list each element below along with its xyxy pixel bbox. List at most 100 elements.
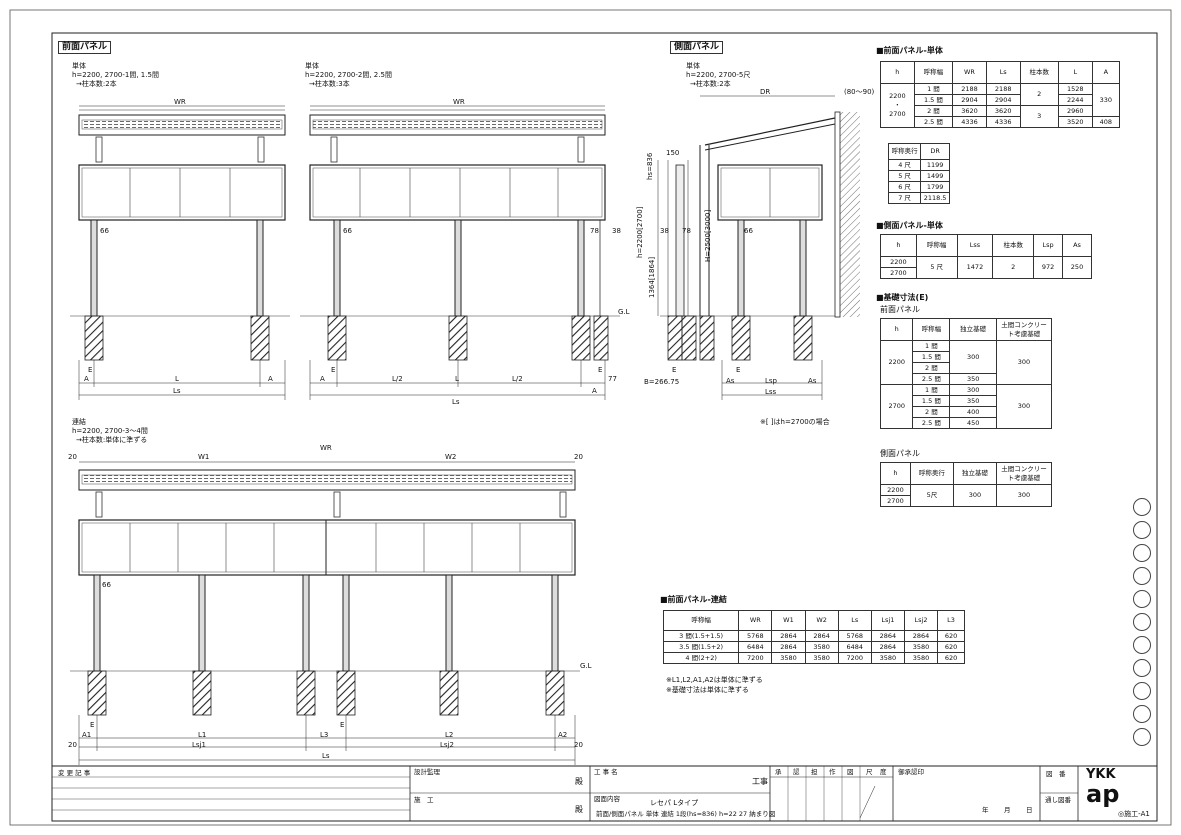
th-independent: 独立基礎 <box>952 462 998 485</box>
th-width: 呼称幅 <box>912 318 951 341</box>
table-cell: 2864 <box>804 630 839 642</box>
table-cell: 2864 <box>870 641 905 653</box>
table-cell: 400 <box>949 406 997 418</box>
table-cell: 2244 <box>1057 94 1093 106</box>
side-dr: DR <box>760 88 771 96</box>
linked-e1: E <box>90 721 95 729</box>
table-cell: 2 間 <box>913 105 954 117</box>
table-cell: 2700 <box>880 267 917 279</box>
table-cell: 1528 <box>1057 83 1093 95</box>
single1-a-left: A <box>84 375 89 383</box>
table-cell: 2188 <box>985 83 1021 95</box>
table-cell: 2 間 <box>912 362 951 374</box>
table-cell: 3580 <box>870 652 905 664</box>
single1-label: 単体 <box>72 62 86 70</box>
linked-label: 連結 <box>72 418 86 426</box>
table-cell: 4 尺 <box>887 159 922 171</box>
col-make: 作 <box>829 768 836 776</box>
single2-38: 38 <box>612 227 621 235</box>
th-dr: DR <box>920 143 950 160</box>
table-cell: 2864 <box>903 630 939 642</box>
linked-ls: Ls <box>322 752 330 760</box>
date-year: 年 <box>982 806 989 814</box>
single1-ls: Ls <box>173 387 181 395</box>
col-charge: 担 <box>811 768 818 776</box>
outer-border <box>9 9 1172 826</box>
table-cell: 250 <box>1062 256 1092 279</box>
side-single-table: h 呼称幅 Lss 柱本数 Lsp As 2200 5 尺 1472 2 972… <box>880 234 1092 279</box>
table-cell: 3.5 間(1.5+2) <box>662 641 740 653</box>
table-cell: 408 <box>1091 116 1121 128</box>
side-note: ※[ ]はh=2700の場合 <box>760 418 830 426</box>
table-cell: 2864 <box>870 630 905 642</box>
th-width: 呼称幅 <box>913 61 954 84</box>
single2-label: 単体 <box>305 62 319 70</box>
date-day: 日 <box>1026 806 1033 814</box>
side-gap: (80～90) <box>844 88 875 96</box>
approval-label: 御承認印 <box>898 768 924 776</box>
th-depth: 呼称奥行 <box>909 462 954 485</box>
col-degree: 度 <box>880 768 887 776</box>
table-cell: 5768 <box>837 630 872 642</box>
title-block-lines <box>51 765 1158 822</box>
single2-l2-left: L/2 <box>392 375 403 383</box>
single2-a-right: A <box>592 387 597 395</box>
th-width: 呼称幅 <box>662 610 740 631</box>
side-h: h=2200, 2700-5尺 <box>686 71 751 79</box>
table-cell: 300 <box>996 484 1052 507</box>
table-cell: 1.5 間 <box>913 94 954 106</box>
foundation-title: ■基礎寸法(E) <box>876 293 929 302</box>
linked-l3: L3 <box>320 731 329 739</box>
table-cell: 7200 <box>738 652 773 664</box>
linked-20-br: 20 <box>574 741 583 749</box>
linked-20-right: 20 <box>574 453 583 461</box>
th-ls: Ls <box>837 610 872 631</box>
single2-l2-right: L/2 <box>512 375 523 383</box>
th-ls: Ls <box>985 61 1021 84</box>
single2-ls: Ls <box>452 398 460 406</box>
reference-circle <box>1133 705 1151 723</box>
side-150: 150 <box>666 149 680 157</box>
col-approve: 承 <box>775 768 782 776</box>
table-cell: 6484 <box>837 641 872 653</box>
th-h: h <box>879 318 914 341</box>
drawing-no-label: 図 番 <box>1046 770 1066 778</box>
side-lsp: Lsp <box>765 377 777 385</box>
th-width: 呼称幅 <box>915 234 958 257</box>
single1-wr: WR <box>174 98 186 106</box>
table-cell: 3520 <box>1057 116 1093 128</box>
table-cell: 300 <box>996 340 1052 385</box>
table-cell: 2700 <box>879 384 914 429</box>
single1-e: E <box>88 366 93 374</box>
table-cell: 2 <box>1019 83 1059 106</box>
table-cell: 5尺 <box>909 484 954 507</box>
linked-posts: →柱本数:単体に準ずる <box>76 436 148 444</box>
table-cell: 4 間(2+2) <box>662 652 740 664</box>
table-cell: 2188 <box>952 83 987 95</box>
table-cell: 6 尺 <box>887 181 922 193</box>
front-section-title: 前面パネル <box>58 41 112 54</box>
th-a: A <box>1091 61 1121 84</box>
drawing-desc: 前面/側面パネル 単体 連結 1段(hs=836) h=22 27 納まり図 <box>596 810 776 818</box>
th-wr: WR <box>738 610 773 631</box>
th-l: L <box>1057 61 1093 84</box>
ykk-logo: YKK <box>1086 767 1116 782</box>
th-lsj2: Lsj2 <box>903 610 939 631</box>
front-linked-drawing <box>70 461 580 765</box>
single1-l: L <box>175 375 179 383</box>
table-cell: 620 <box>937 652 965 664</box>
reference-circle <box>1133 682 1151 700</box>
front-single-table-title: ■前面パネル-単体 <box>876 46 943 55</box>
reference-circle <box>1133 636 1151 654</box>
th-lsj1: Lsj1 <box>870 610 905 631</box>
table-cell: 3580 <box>771 652 806 664</box>
single1-h: h=2200, 2700-1間, 1.5間 <box>72 71 159 79</box>
ap-logo: ap <box>1086 780 1120 808</box>
reference-circle <box>1133 498 1151 516</box>
table-cell: 2904 <box>952 94 987 106</box>
col-drawing: 図 <box>847 768 854 776</box>
linked-a1: A1 <box>82 731 92 739</box>
reference-circle <box>1133 544 1151 562</box>
th-posts: 柱本数 <box>992 234 1035 257</box>
